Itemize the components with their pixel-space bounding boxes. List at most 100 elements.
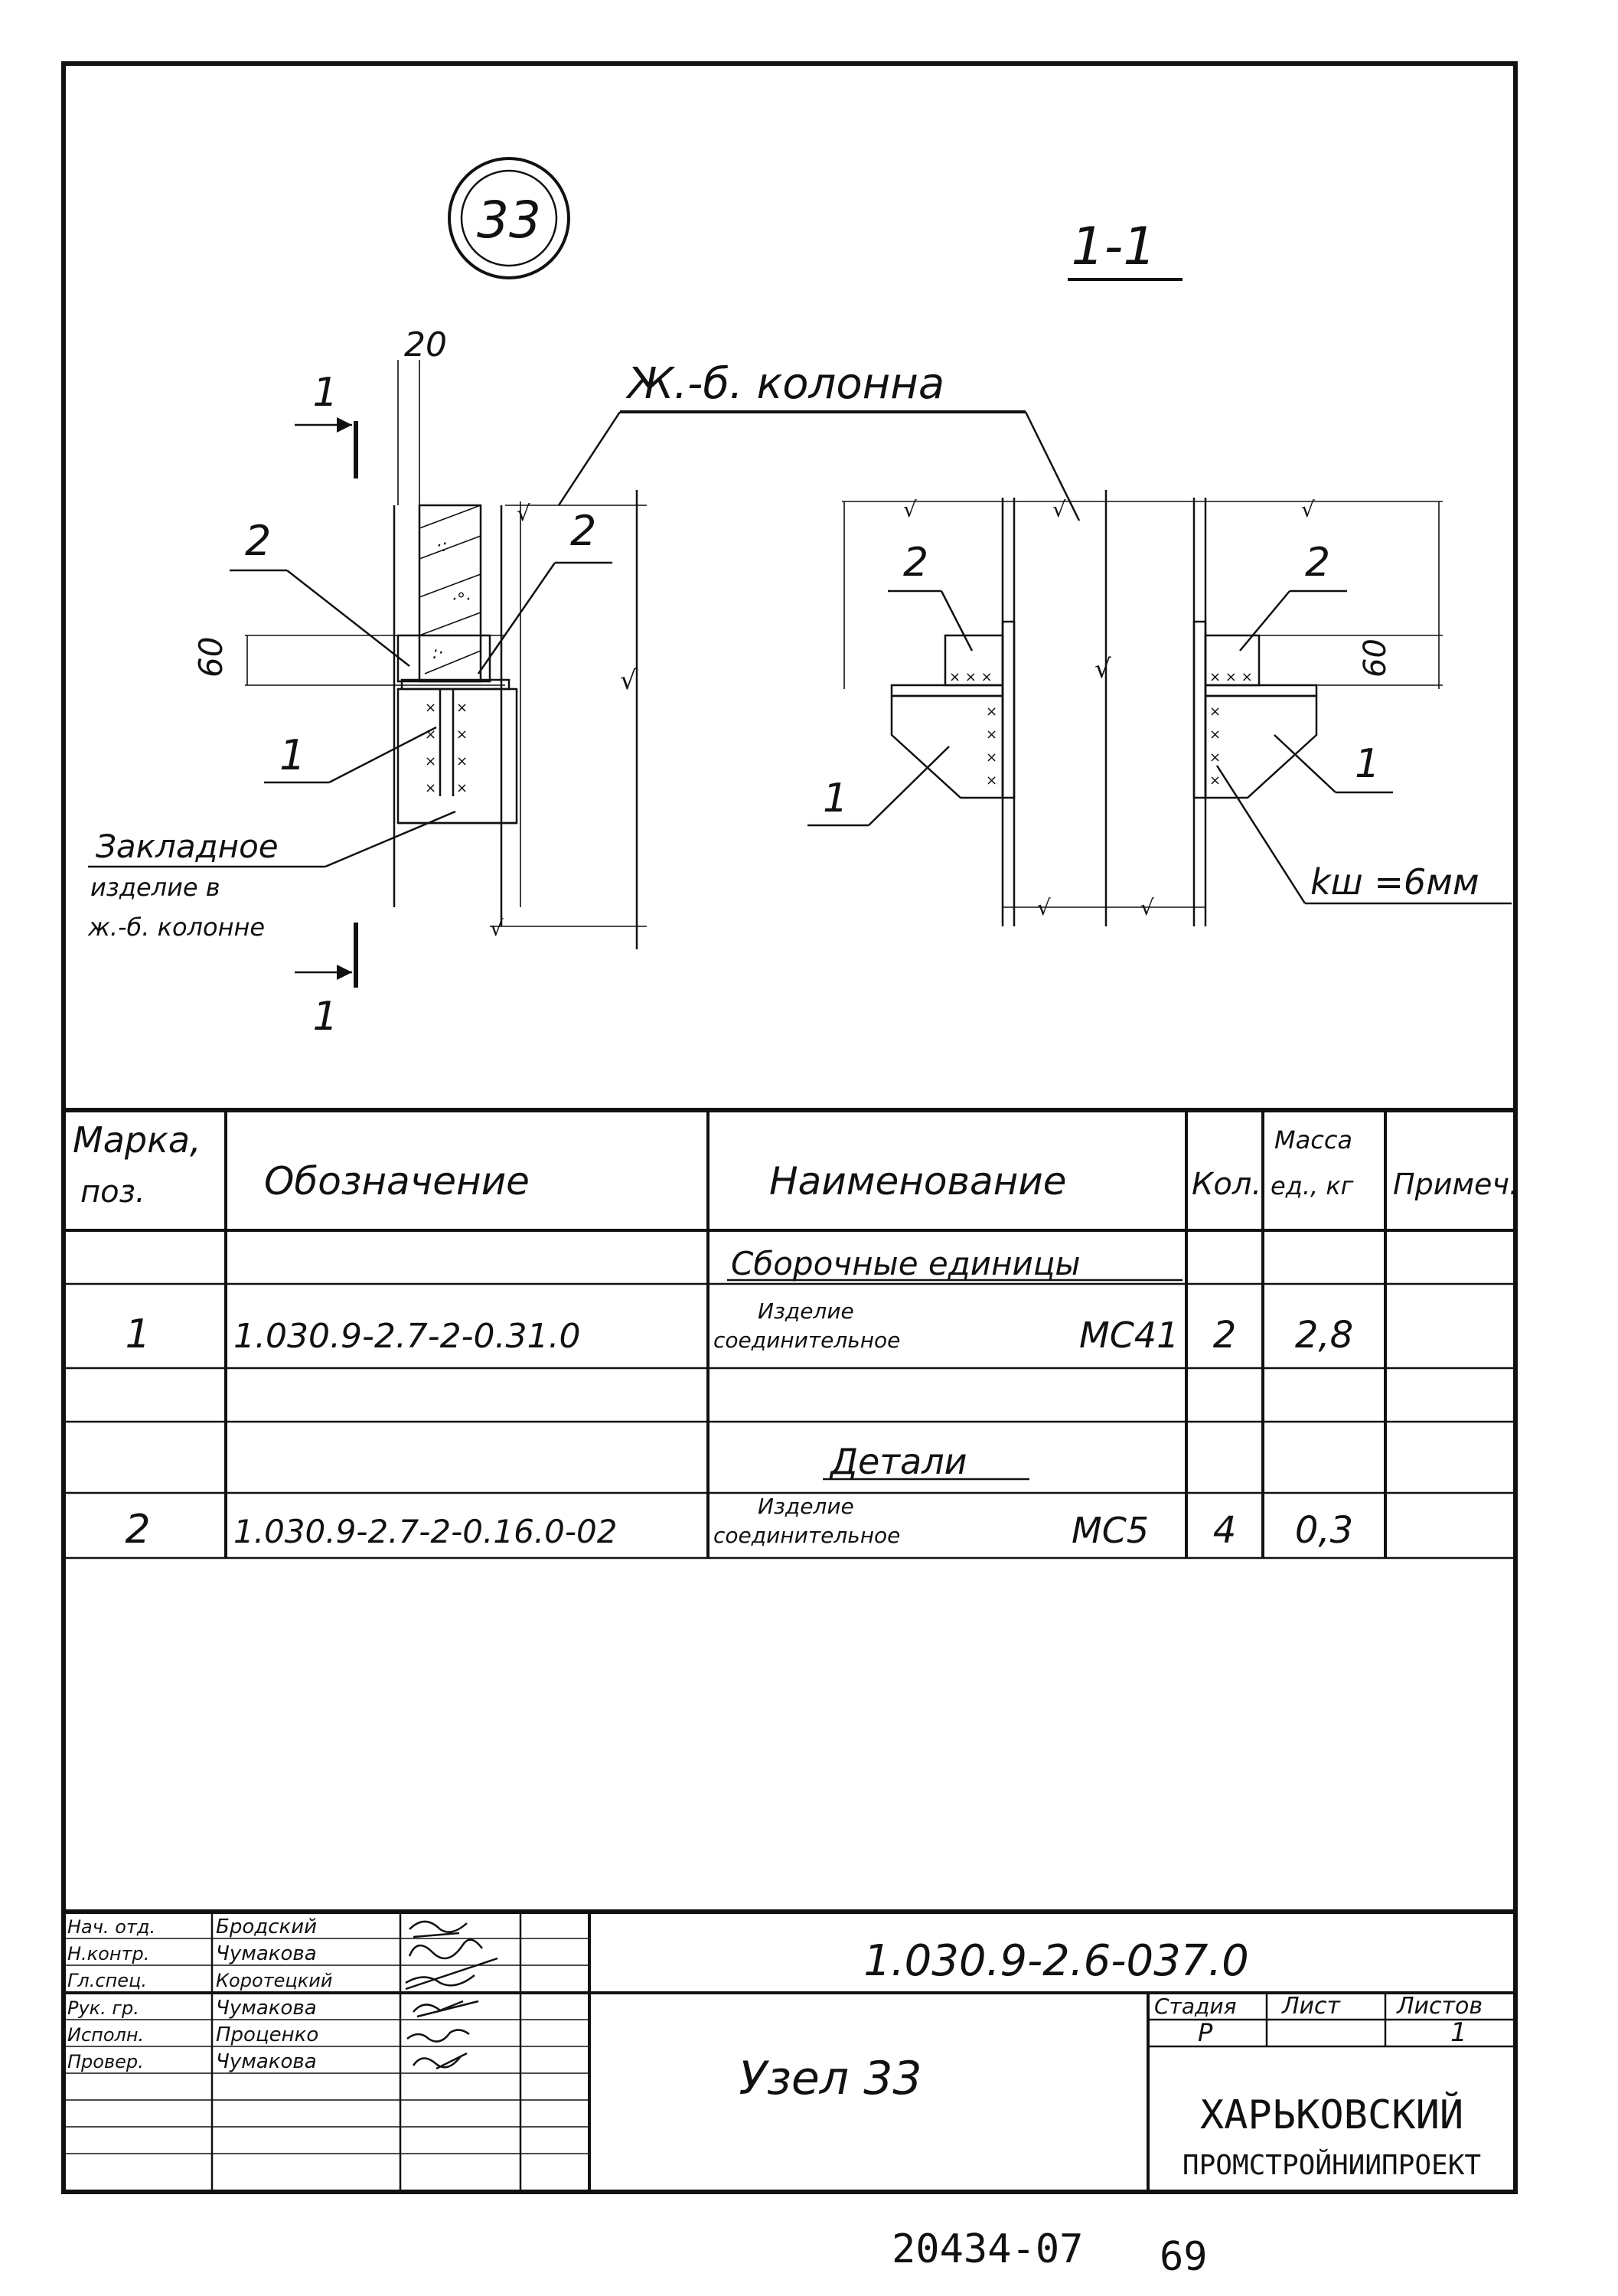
header-qty: Кол. bbox=[1192, 1167, 1261, 1202]
section-marker-bottom: 1 bbox=[312, 994, 338, 1040]
header-mark-line1: Марка, bbox=[73, 1119, 201, 1161]
sig-role-0: Нач. отд. bbox=[67, 1916, 155, 1938]
sig-role-2: Гл.спец. bbox=[67, 1970, 147, 1991]
weld-label: kш =6мм bbox=[1310, 861, 1479, 903]
row1-mark: 1 bbox=[125, 1311, 150, 1357]
header-mass-line1: Масса bbox=[1274, 1125, 1352, 1155]
org-line1: ХАРЬКОВСКИЙ bbox=[1200, 2092, 1463, 2138]
row2-mark: 2 bbox=[125, 1507, 150, 1553]
sheets-value: 1 bbox=[1450, 2017, 1467, 2048]
svg-text:×: × bbox=[456, 700, 468, 716]
svg-text:×: × bbox=[1209, 704, 1221, 720]
sig-name-3: Чумакова bbox=[216, 1997, 317, 2020]
document-code: 1.030.9-2.6-037.0 bbox=[863, 1936, 1249, 1986]
row1-designation: 1.030.9-2.7-2-0.31.0 bbox=[233, 1317, 581, 1356]
row2-name-top: Изделие bbox=[758, 1494, 854, 1519]
svg-text:×: × bbox=[425, 727, 436, 743]
svg-text::·: :· bbox=[432, 644, 443, 663]
embedded-label-3: ж.-б. колонне bbox=[87, 913, 265, 942]
svg-text:×: × bbox=[425, 780, 436, 796]
sheet-label: Лист bbox=[1281, 1993, 1342, 2020]
svg-text:√: √ bbox=[1301, 497, 1315, 522]
row2-code: МС5 bbox=[1072, 1510, 1149, 1551]
svg-text:×: × bbox=[1209, 727, 1221, 743]
section-assembly: Сборочные единицы bbox=[731, 1245, 1081, 1282]
right-position-1b: 1 bbox=[1355, 741, 1380, 787]
sig-name-5: Чумакова bbox=[216, 2050, 317, 2073]
svg-text:√: √ bbox=[1140, 895, 1154, 920]
dimension-60-left: 60 bbox=[192, 637, 230, 678]
row1-name-top: Изделие bbox=[758, 1298, 854, 1324]
table-row: 2 1.030.9-2.7-2-0.16.0-02 Изделие соедин… bbox=[125, 1494, 1353, 1553]
table-row: 1 1.030.9-2.7-2-0.31.0 Изделие соедините… bbox=[125, 1298, 1353, 1357]
section-marker-top: 1 bbox=[312, 370, 338, 416]
sig-role-5: Провер. bbox=[67, 2051, 144, 2072]
dimension-60-right: 60 bbox=[1358, 639, 1393, 678]
svg-text:·:: ·: bbox=[436, 537, 447, 556]
header-mass-line2: ед., кг bbox=[1271, 1171, 1354, 1200]
dimension-20: 20 bbox=[404, 325, 447, 364]
sheet-frame bbox=[61, 61, 1518, 2194]
svg-text:×: × bbox=[1209, 772, 1221, 789]
sig-role-3: Рук. гр. bbox=[67, 1997, 139, 2019]
left-view: 1 20 √ √ √ ·: ·°· :· bbox=[87, 325, 647, 1040]
column-label: Ж.-б. колонна bbox=[625, 359, 944, 409]
left-position-2b: 2 bbox=[570, 507, 596, 555]
archive-number: 20434-07 bbox=[892, 2226, 1083, 2272]
sig-name-2: Коротецкий bbox=[216, 1970, 332, 1991]
row2-name-bottom: соединительное bbox=[713, 1523, 900, 1548]
row2-mass: 0,3 bbox=[1295, 1509, 1353, 1552]
section-details: Детали bbox=[829, 1441, 967, 1482]
stage-value: Р bbox=[1198, 2018, 1213, 2047]
signature-marks bbox=[405, 1920, 498, 2070]
header-note: Примеч. bbox=[1393, 1168, 1519, 1201]
node-number-marker: 33 bbox=[448, 157, 570, 279]
drawing-title: Узел 33 bbox=[739, 2052, 922, 2105]
sig-role-4: Исполн. bbox=[67, 2024, 144, 2046]
svg-text:√: √ bbox=[1037, 895, 1051, 920]
svg-text:× × ×: × × × bbox=[949, 669, 993, 685]
sheets-label: Листов bbox=[1396, 1993, 1483, 2020]
svg-text:√: √ bbox=[903, 497, 917, 522]
svg-text:√: √ bbox=[1052, 497, 1066, 522]
right-position-2b: 2 bbox=[1305, 540, 1330, 586]
svg-text:×: × bbox=[425, 700, 436, 716]
svg-text:×: × bbox=[986, 704, 997, 720]
header-name: Наименование bbox=[769, 1159, 1067, 1204]
sig-role-1: Н.контр. bbox=[67, 1943, 149, 1965]
right-position-2a: 2 bbox=[903, 540, 928, 586]
sig-name-1: Чумакова bbox=[216, 1942, 317, 1965]
svg-text:×: × bbox=[456, 753, 468, 769]
svg-text:√: √ bbox=[490, 916, 504, 941]
sig-name-0: Бродский bbox=[216, 1916, 317, 1938]
drawing-area: 33 1-1 Ж.-б. колонна 1 20 bbox=[87, 157, 1512, 1040]
svg-text:√: √ bbox=[1094, 654, 1111, 684]
svg-text:×: × bbox=[986, 727, 997, 743]
svg-text:× × ×: × × × bbox=[1209, 669, 1253, 685]
svg-text:×: × bbox=[1209, 750, 1221, 766]
row1-qty: 2 bbox=[1213, 1314, 1237, 1357]
page-number: 69 bbox=[1160, 2234, 1208, 2280]
spec-table: Марка, поз. Обозначение Наименование Кол… bbox=[64, 1108, 1519, 1560]
svg-text:×: × bbox=[456, 727, 468, 743]
stage-label: Стадия bbox=[1154, 1994, 1236, 2019]
title-block: Нач. отд. Бродский Н.контр. Чумакова Гл.… bbox=[64, 1909, 1515, 2192]
row1-mass: 2,8 bbox=[1295, 1314, 1353, 1357]
right-position-1a: 1 bbox=[823, 776, 848, 821]
left-position-2a: 2 bbox=[245, 517, 271, 565]
svg-text:·°·: ·°· bbox=[452, 590, 471, 609]
svg-text:×: × bbox=[425, 753, 436, 769]
row1-name-bottom: соединительное bbox=[713, 1328, 900, 1353]
embedded-label-2: изделие в bbox=[90, 873, 220, 902]
embedded-label-1: Закладное bbox=[96, 828, 279, 865]
left-position-1: 1 bbox=[279, 731, 305, 779]
org-line2: ПРОМСТРОЙНИИПРОЕКТ bbox=[1183, 2149, 1481, 2181]
section-label: 1-1 bbox=[1071, 217, 1156, 277]
row2-designation: 1.030.9-2.7-2-0.16.0-02 bbox=[233, 1513, 617, 1550]
sig-name-4: Проценко bbox=[216, 2023, 318, 2046]
svg-text:×: × bbox=[986, 750, 997, 766]
node-number: 33 bbox=[477, 191, 541, 250]
header-designation: Обозначение bbox=[264, 1159, 530, 1204]
svg-text:√: √ bbox=[517, 501, 530, 526]
